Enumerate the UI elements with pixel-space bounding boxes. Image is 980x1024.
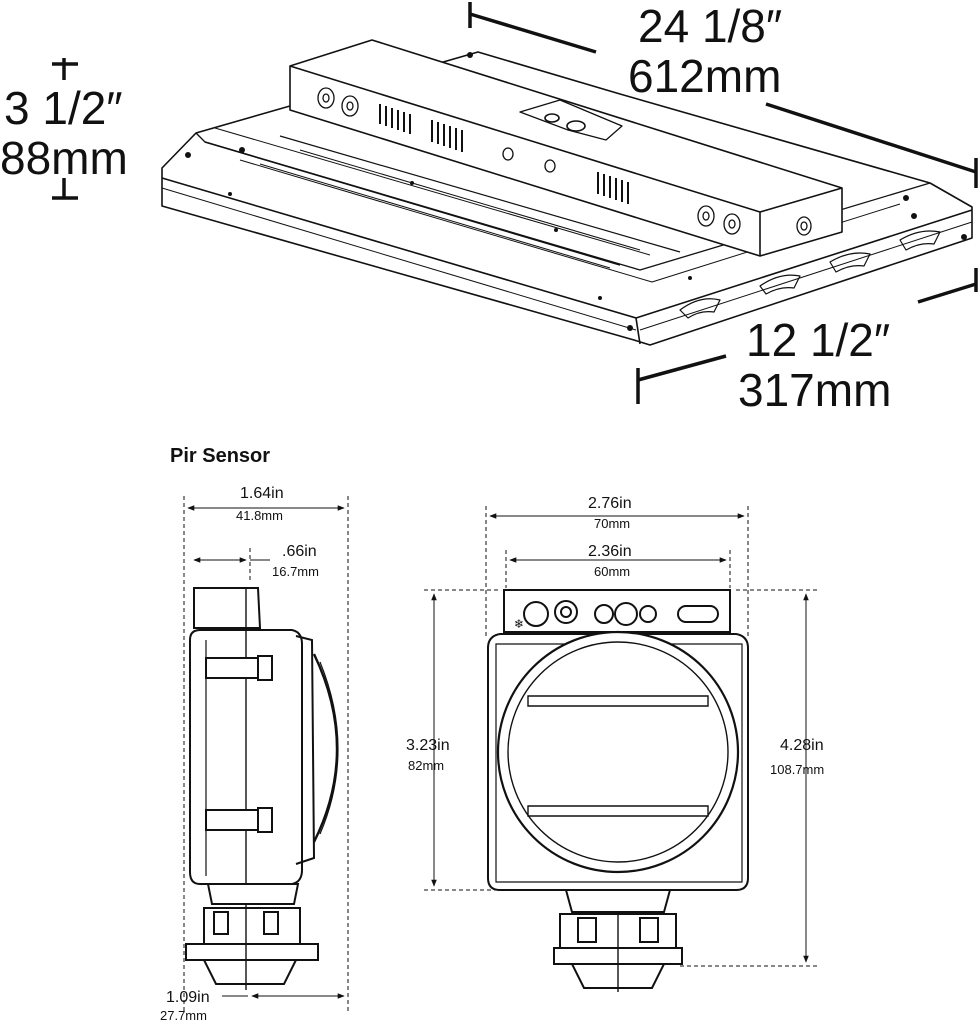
overall-height-imperial: 4.28in (780, 737, 824, 754)
front-lens (496, 630, 740, 874)
width-metric: 317mm (738, 364, 891, 416)
side-width-imperial: 1.64in (240, 485, 284, 502)
front-width-metric: 70mm (594, 516, 630, 531)
sensor-title: Pir Sensor (170, 445, 270, 467)
led-rail-1 (204, 141, 621, 266)
sensor-side-view (185, 587, 339, 990)
fixture-drawing (161, 39, 973, 346)
overall-height-metric: 108.7mm (770, 762, 824, 777)
knockout-holes (317, 87, 812, 236)
led-rail-3 (299, 149, 641, 251)
driver-vents (379, 104, 629, 204)
height-metric: 88mm (0, 132, 128, 184)
mounting-plate (519, 99, 623, 141)
front-width-imperial: 2.76in (588, 495, 632, 512)
width-imperial: 12 1/2″ (746, 314, 890, 366)
svg-text:❄: ❄ (514, 617, 524, 631)
side-dimension-lines (183, 496, 349, 1012)
inner-width-imperial: 2.36in (588, 543, 632, 560)
sensor-front-view: ❄ (487, 589, 749, 992)
led-rail-2 (279, 135, 681, 253)
fixture-dimension-lines (52, 2, 978, 404)
body-height-metric: 82mm (408, 758, 444, 773)
body-height-imperial: 3.23in (406, 737, 450, 754)
mount-offset-imperial: 1.09in (166, 989, 210, 1006)
length-imperial: 24 1/8″ (638, 0, 782, 52)
fixture-tray-outline (161, 51, 973, 346)
lens-depth-metric: 16.7mm (272, 564, 319, 579)
driver-box (289, 39, 843, 257)
front-dimension-lines (424, 506, 820, 967)
length-metric: 612mm (628, 50, 781, 102)
side-width-metric: 41.8mm (236, 508, 283, 523)
mount-offset-metric: 27.7mm (160, 1008, 207, 1023)
inner-width-metric: 60mm (594, 564, 630, 579)
height-imperial: 3 1/2″ (4, 82, 123, 134)
side-lens (312, 653, 339, 843)
lens-depth-imperial: .66in (282, 543, 317, 560)
